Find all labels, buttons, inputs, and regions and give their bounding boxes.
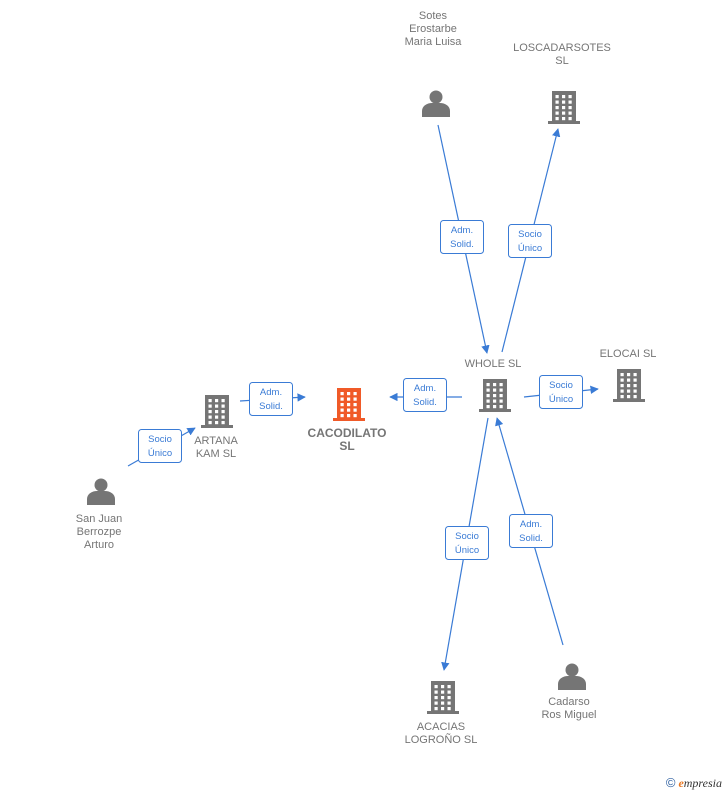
node-label: ACACIAS [417,721,465,733]
node-label: LOGROÑO SL [405,733,478,746]
relation-label-box [539,375,583,409]
node-label: Maria Luisa [405,36,463,48]
relation-label-box [403,378,447,412]
relation-label-box [249,382,293,416]
relation-sotes-to-whole[interactable]: Adm. Solid. [437,124,490,354]
relation-label-text: Único [518,243,542,254]
node-label: ELOCAI SL [600,348,657,360]
company-building-icon [479,379,511,412]
company-building-icon [333,388,365,421]
relation-label-box [509,514,553,548]
node-label: KAM SL [196,448,236,460]
relation-label-text: Único [455,545,479,556]
relation-cadarso-to-whole[interactable]: Adm. Solid. [495,417,564,646]
person-icon [87,478,115,505]
relation-label-text: Adm. [451,225,473,236]
footer-credit: ©empresia [666,775,722,791]
relation-label-text: Solid. [519,533,543,544]
node-label: SL [339,439,354,453]
brand-logo-initial: e [678,776,684,790]
relation-label-text: Único [148,448,172,459]
node-label: Arturo [84,539,114,551]
relation-label-text: Solid. [450,239,474,250]
brand-logo-text: mpresia [683,776,722,790]
node-whole[interactable]: WHOLE SL [465,358,522,412]
node-elocai[interactable]: ELOCAI SL [600,348,657,402]
copyright-symbol: © [665,775,676,790]
node-label: Cadarso [548,696,590,708]
relation-whole-to-cacodilato[interactable]: Adm. Solid. [389,378,462,412]
relation-label-box [445,526,489,560]
node-label: SL [555,55,568,67]
relation-label-text: Socio [148,434,172,445]
node-label: CACODILATO [308,426,387,440]
relation-label-text: Adm. [520,519,542,530]
node-label: Sotes [419,10,448,22]
relation-label-box [138,429,182,463]
node-label: San Juan [76,513,122,525]
relation-label-text: Solid. [413,397,437,408]
person-icon [558,663,586,690]
relation-label-text: Solid. [259,401,283,412]
relation-label-text: Socio [549,380,573,391]
node-label: LOSCADARSOTES [513,42,611,54]
relation-label-text: Socio [518,229,542,240]
relation-label-text: Socio [455,531,479,542]
node-label: Ros Miguel [541,709,596,721]
relation-artana-to-cacodilato[interactable]: Adm. Solid. [239,382,306,416]
node-label: WHOLE SL [465,358,522,370]
relation-label-box [440,220,484,254]
node-label: Berrozpe [77,526,122,538]
relation-label-text: Adm. [260,387,282,398]
company-building-icon [613,369,645,402]
company-building-icon [427,681,459,714]
person-icon [422,90,450,117]
company-building-icon [201,395,233,428]
relation-label-text: Único [549,394,573,405]
relation-label-box [508,224,552,258]
node-label: Erostarbe [409,23,457,35]
node-label: ARTANA [194,435,238,447]
relation-label-text: Adm. [414,383,436,394]
company-building-icon [548,91,580,124]
